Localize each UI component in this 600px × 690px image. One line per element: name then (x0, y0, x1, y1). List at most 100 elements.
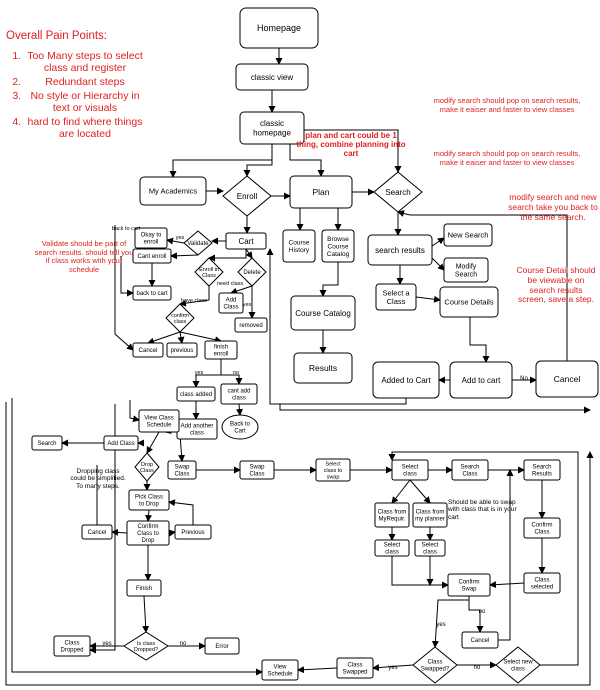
node-course-catalog: Course Catalog (290, 295, 356, 331)
label-search-small: Search (37, 441, 56, 447)
node-cancel-main: Cancel (535, 360, 599, 398)
label-cancel-main: Cancel (554, 374, 581, 384)
note-plan-cart: plan and cart could be 1 thing, combine … (296, 131, 406, 159)
connector (142, 595, 150, 633)
label-cancel-drop: Cancel (88, 530, 107, 536)
label-error: Error (215, 644, 228, 650)
connector (266, 248, 407, 405)
connector (129, 400, 140, 423)
label-add-to-cart: Add to cart (462, 376, 501, 385)
connector (319, 262, 339, 297)
pain-point-item: No style or Hierarchy in text or visuals (24, 90, 146, 114)
connector (169, 144, 273, 178)
node-enroll: Enroll (222, 175, 272, 217)
label-my-academics: My Academics (149, 187, 198, 196)
connector (11, 398, 263, 676)
label-results: Results (309, 363, 337, 373)
node-cancel-drop: Cancel (81, 524, 113, 540)
pain-point-item: hard to find where things are located (24, 116, 146, 140)
label-new-search: New Search (448, 231, 489, 240)
connector (146, 431, 160, 454)
label-previous-drop: Previous (181, 530, 204, 536)
edge-label-yes-swap: yes (436, 622, 445, 628)
label-cant-enroll: Cant enroll (137, 254, 166, 260)
node-previous-enroll: previous (166, 342, 198, 358)
edge-label-no-label: No (520, 376, 528, 382)
edge-label-yes-label: yes (176, 235, 185, 241)
connector (397, 210, 568, 361)
node-finish-drop: Finish (126, 579, 162, 597)
label-enroll: Enroll (237, 192, 258, 201)
connector (230, 285, 253, 295)
edge-label-no-3: no (233, 370, 239, 376)
connector (468, 596, 484, 633)
pain-points: Overall Pain Points: Too Many steps to s… (6, 30, 146, 142)
node-my-academics: My Academics (139, 176, 207, 206)
connector (111, 528, 128, 536)
connector (498, 469, 514, 641)
connector (289, 144, 325, 177)
node-classic-view: classic view (235, 63, 309, 91)
note-modify-new-search: modify search and new search take you ba… (508, 192, 598, 222)
connector (235, 403, 243, 416)
connector (409, 479, 431, 504)
connector (168, 499, 194, 525)
label-previous-enroll: previous (171, 348, 194, 354)
edge-label-no-swap: no (479, 609, 486, 615)
label-cart: Cart (238, 237, 254, 246)
connector (243, 144, 273, 177)
node-search-small: Search (31, 435, 63, 451)
note-modify-search-1: modify search should pop on search resul… (433, 96, 581, 114)
label-cancel-swap: Cancel (471, 638, 490, 644)
node-new-search: New Search (443, 223, 493, 247)
label-delete: Delete (243, 270, 261, 276)
note-swap-planner: Should be able to swap with class that i… (448, 499, 517, 521)
node-cancel-swap: Cancel (461, 631, 499, 649)
label-add-class-small: Add Class (107, 441, 134, 447)
node-search: Search (373, 171, 423, 213)
connector (220, 359, 243, 385)
edge-label-yes-swapped: yes (388, 665, 397, 671)
edge-label-have-class: have class (181, 298, 207, 304)
connector (431, 596, 470, 648)
node-add-class-small: Add Class (103, 435, 139, 451)
note-course-detail: Course Detail should be viewable on sear… (516, 265, 596, 305)
node-cart: Cart (225, 232, 267, 250)
node-add-to-cart: Add to cart (449, 361, 513, 399)
node-cant-enroll: Cant enroll (132, 248, 172, 264)
node-class-added: class added (176, 386, 216, 402)
